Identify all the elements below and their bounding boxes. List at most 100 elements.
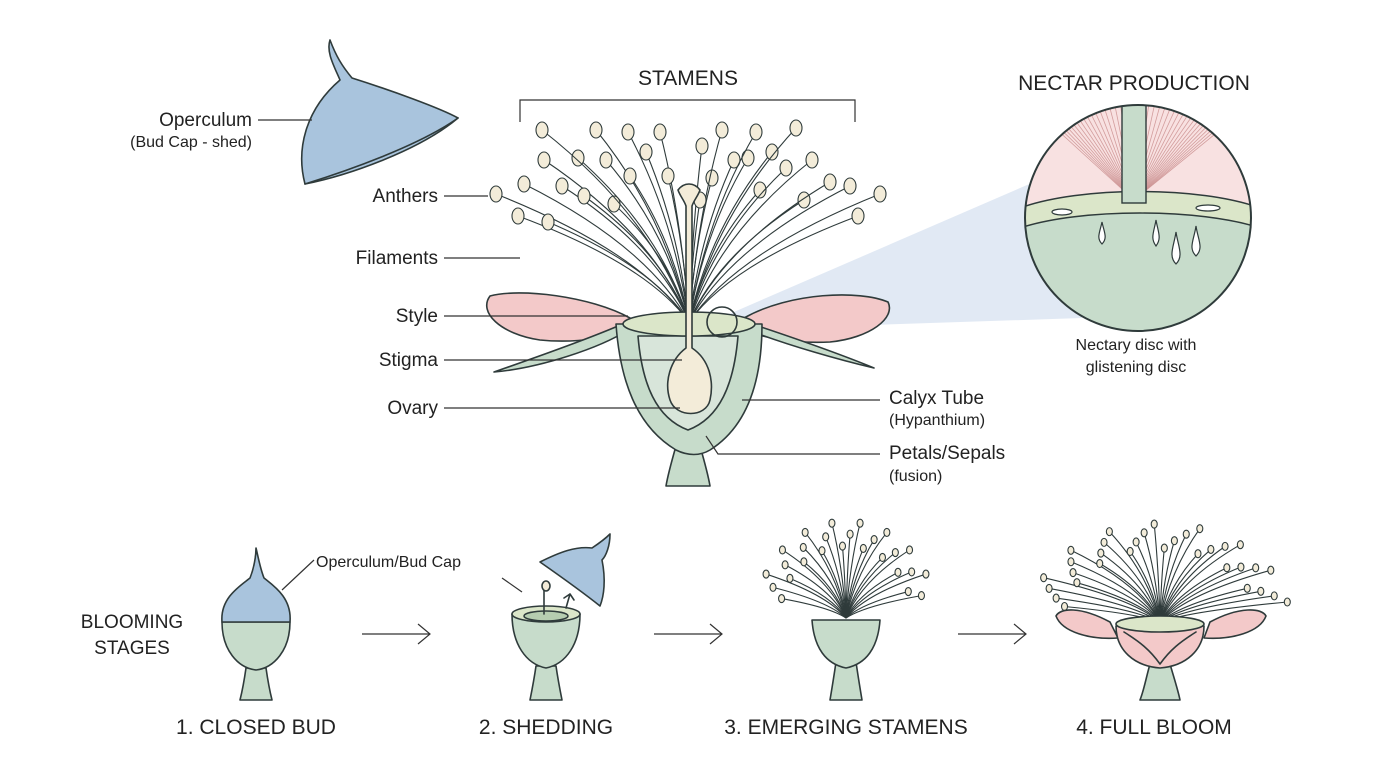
stamen-filament: [605, 159, 690, 323]
stage4-stamen-filament: [1159, 528, 1201, 623]
stamens-heading: STAMENS: [638, 67, 738, 90]
stage-operculum-label: Operculum/Bud Cap: [316, 554, 461, 571]
calyx-tube-label: Calyx Tube: [889, 388, 984, 409]
stamen-filament: [688, 181, 831, 323]
stage3-stamen-filament: [845, 523, 861, 619]
stamen-anther: [599, 151, 613, 169]
stage3-stamen-anther: [908, 567, 916, 577]
stage4-stamen-anther: [1126, 546, 1134, 557]
ovary-label: Ovary: [387, 398, 438, 419]
stamen-anther: [555, 177, 569, 195]
stage4-stamen-anther: [1221, 541, 1229, 551]
stage-1-closed-bud: [221, 547, 315, 701]
nectar-production-heading: NECTAR PRODUCTION: [1018, 72, 1250, 95]
stage4-stamen-anther: [1223, 563, 1231, 573]
stage3-stamen-anther: [801, 527, 809, 537]
nectar-caption-line-2: glistening disc: [1086, 359, 1187, 376]
stamen-filament: [627, 131, 690, 323]
stamen-anther: [843, 177, 857, 195]
stage4-stamen-anther: [1243, 583, 1251, 593]
stamen-filament: [688, 193, 881, 323]
stage3-stamen-anther: [870, 534, 878, 545]
stage4-stamen-anther: [1067, 557, 1075, 567]
stigma-label: Stigma: [379, 350, 439, 371]
stamens-bracket: [519, 99, 856, 122]
stage4-stamen-filament: [1108, 531, 1161, 623]
stage-3-emerging-stamens: [811, 619, 881, 701]
stage3-stamen-filament: [845, 549, 910, 619]
blooming-stages-heading-line-1: BLOOMING: [81, 612, 183, 633]
stamen-filament: [688, 151, 773, 323]
stamen-anther: [511, 207, 525, 225]
stamen-anther: [715, 121, 729, 139]
stamen-anther: [661, 167, 675, 185]
stage3-stamen-anther: [904, 586, 912, 597]
stamen-anther: [577, 187, 591, 205]
stage3-stamen-filament: [845, 595, 922, 619]
stage4-stamen-anther: [1132, 537, 1140, 547]
stamen-anther: [489, 185, 503, 203]
calyx-tube-sublabel: (Hypanthium): [889, 412, 985, 429]
stage3-stamen-filament: [782, 549, 847, 619]
stage3-stamen-anther: [828, 518, 836, 528]
stage3-stamen-filament: [765, 573, 847, 619]
stage3-stamen-anther: [778, 545, 787, 555]
leader-lines: [258, 119, 880, 455]
stage3-stamen-anther: [856, 518, 864, 528]
operculum-illustration: [300, 39, 459, 185]
stage-2-shedding: [501, 533, 611, 701]
stage3-stamen-anther: [762, 569, 770, 579]
stage4-stamen-anther: [1160, 543, 1168, 553]
stage3-stamen-filament: [772, 586, 847, 619]
stage4-stamen-anther: [1182, 529, 1190, 539]
stamen-anther: [765, 143, 779, 161]
nectar-caption-line-1: Nectary disc with: [1076, 337, 1197, 354]
stage3-stamen-anther: [781, 560, 789, 570]
anthers-label: Anthers: [373, 186, 438, 207]
stage4-stamen-anther: [1100, 537, 1108, 547]
stage3-stamen-anther: [822, 532, 830, 542]
stage3-stamen-anther: [922, 569, 930, 579]
stamen-anther: [805, 151, 819, 169]
stamen-anther: [823, 173, 837, 191]
stage4-stamen-filament: [1159, 533, 1187, 623]
stage4-stamen-filament: [1159, 545, 1226, 623]
stamen-anther: [571, 149, 585, 167]
stamen-anther: [695, 137, 709, 155]
operculum-sublabel: (Bud Cap - shed): [130, 134, 252, 151]
stamen-anther: [873, 185, 887, 203]
stage4-stamen-anther: [1252, 563, 1260, 573]
petals-sepals-sublabel: (fusion): [889, 468, 942, 485]
stamen-anther: [705, 169, 719, 187]
stage4-stamen-anther: [1283, 597, 1291, 607]
stamen-anther: [535, 121, 549, 139]
stage4-stamen-anther: [1096, 558, 1104, 569]
stage4-stamen-anther: [1207, 544, 1215, 554]
magnification-wedge: [720, 182, 1082, 330]
stamen-filament: [583, 195, 690, 323]
stage3-stamen-anther: [769, 582, 777, 592]
stage4-stamen-anther: [1257, 586, 1265, 596]
stage3-stamen-anther: [859, 543, 867, 553]
stamen-anther: [589, 121, 603, 139]
stage3-stamen-anther: [799, 542, 807, 552]
stage-1-caption: 1. CLOSED BUD: [176, 716, 336, 739]
stage3-stamen-anther: [778, 594, 786, 604]
stage4-stamen-anther: [1097, 548, 1105, 558]
stamen-anther: [517, 175, 531, 193]
stamen-anther: [741, 149, 755, 167]
stage4-stamen-filament: [1070, 549, 1161, 623]
stage3-stamen-filament: [784, 564, 847, 619]
stamen-anther: [727, 151, 741, 169]
stamen-filament: [688, 185, 851, 323]
stamen-anther: [779, 159, 793, 177]
stage4-stamen-anther: [1170, 536, 1178, 546]
stage3-stamen-anther: [894, 567, 902, 577]
stage4-stamen-anther: [1236, 540, 1244, 550]
stage3-stamen-filament: [781, 598, 847, 619]
stamen-anther: [749, 123, 763, 141]
petals-sepals-label: Petals/Sepals: [889, 443, 1005, 464]
filaments-group: [489, 119, 887, 323]
stamen-filament: [547, 221, 690, 323]
